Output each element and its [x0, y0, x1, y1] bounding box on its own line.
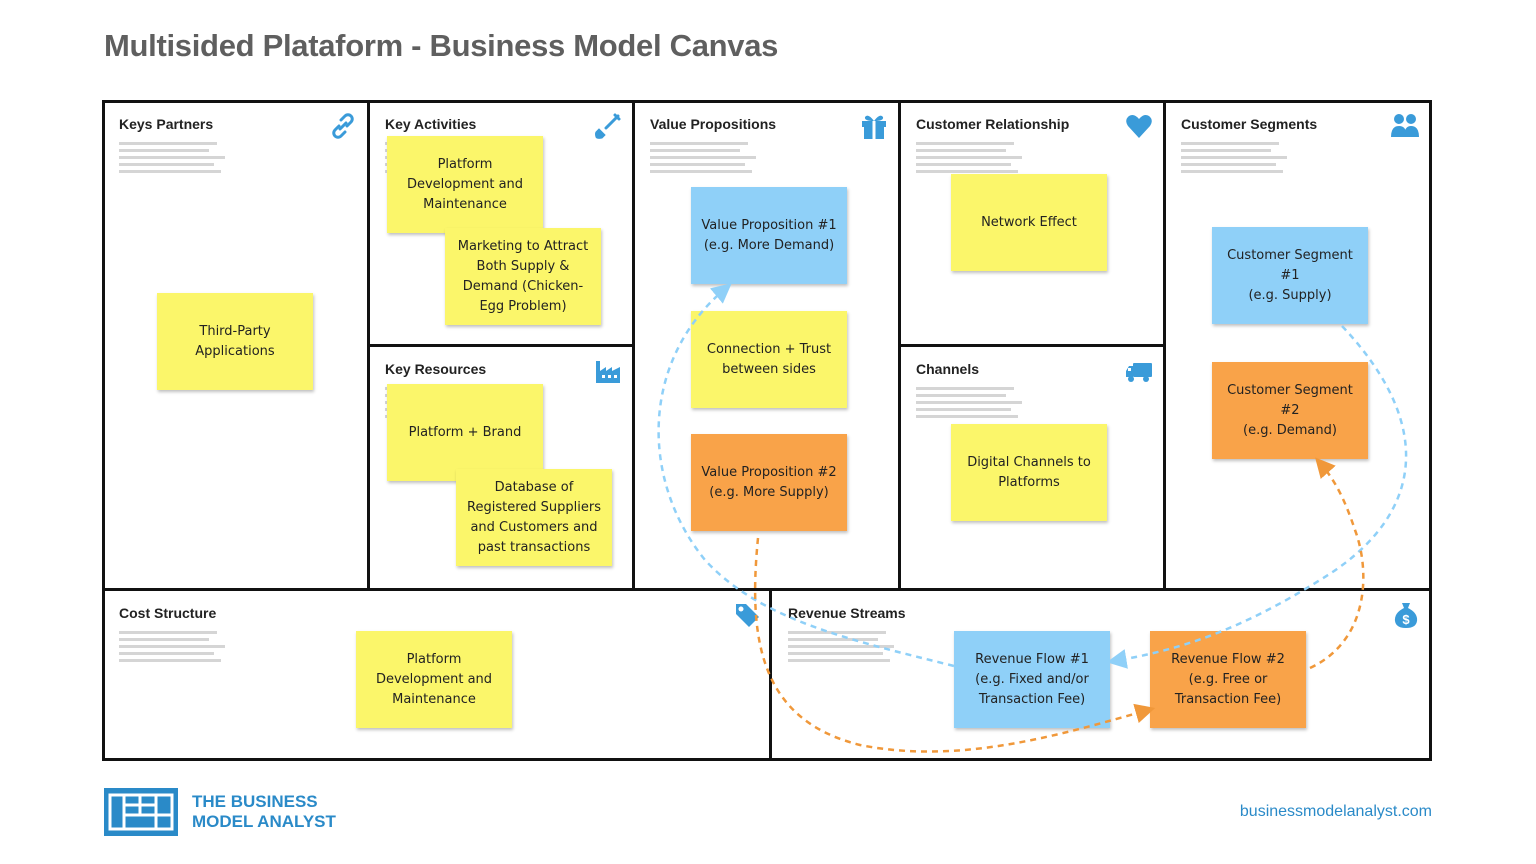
- factory-icon: [596, 361, 620, 383]
- sticky-note-customer-segment-2: Customer Segment #2 (e.g. Demand): [1212, 362, 1368, 459]
- section-title: Customer Relationship: [916, 116, 1070, 132]
- sticky-note-revenue-flow-1: Revenue Flow #1 (e.g. Fixed and/or Trans…: [954, 631, 1110, 728]
- shovel-icon: [595, 113, 621, 139]
- section-key-partners: Keys Partners: [104, 102, 367, 588]
- divider: [367, 344, 635, 347]
- section-title: Revenue Streams: [788, 605, 906, 621]
- sticky-note-value-proposition-1: Value Proposition #1 (e.g. More Demand): [691, 187, 847, 284]
- sticky-note-marketing: Marketing to Attract Both Supply & Deman…: [445, 228, 601, 325]
- section-value-propositions: Value Propositions: [635, 102, 898, 588]
- gift-icon: [862, 115, 886, 139]
- brand-line: MODEL ANALYST: [192, 812, 336, 831]
- sticky-note-network-effect: Network Effect: [951, 174, 1107, 271]
- section-title: Key Activities: [385, 116, 477, 132]
- section-customer-relationship: Customer Relationship: [901, 102, 1163, 344]
- section-title: Keys Partners: [119, 116, 214, 132]
- sticky-note-platform-development: Platform Development and Maintenance: [387, 136, 543, 233]
- price-tag-icon: [736, 604, 759, 627]
- sticky-note-value-proposition-2: Value Proposition #2 (e.g. More Supply): [691, 434, 847, 531]
- section-customer-segments: Customer Segments: [1166, 102, 1430, 588]
- link-icon: [332, 113, 354, 139]
- placeholder-lines: [1181, 142, 1287, 177]
- sticky-note-revenue-flow-2: Revenue Flow #2 (e.g. Free or Transactio…: [1150, 631, 1306, 728]
- section-title: Key Resources: [385, 361, 487, 377]
- sticky-note-database: Database of Registered Suppliers and Cus…: [456, 469, 612, 566]
- sticky-note-third-party: Third-Party Applications: [157, 293, 313, 390]
- placeholder-lines: [916, 142, 1022, 177]
- users-icon: [1391, 114, 1419, 137]
- brand-name: THE BUSINESS MODEL ANALYST: [192, 792, 336, 832]
- svg-text:$: $: [1402, 612, 1410, 627]
- sticky-note-platform-brand: Platform + Brand: [387, 384, 543, 481]
- placeholder-lines: [788, 631, 894, 666]
- brand-logo: THE BUSINESS MODEL ANALYST: [104, 788, 336, 836]
- brand-line: THE BUSINESS: [192, 792, 318, 811]
- section-title: Cost Structure: [119, 605, 217, 621]
- section-title: Customer Segments: [1181, 116, 1318, 132]
- heart-icon: [1126, 115, 1152, 138]
- placeholder-lines: [916, 387, 1022, 422]
- sticky-note-customer-segment-1: Customer Segment #1 (e.g. Supply): [1212, 227, 1368, 324]
- website-link[interactable]: businessmodelanalyst.com: [1239, 803, 1432, 820]
- placeholder-lines: [650, 142, 756, 177]
- logo-icon: [104, 788, 178, 836]
- divider: [769, 589, 772, 761]
- placeholder-lines: [119, 631, 225, 666]
- page-title: Multisided Plataform - Business Model Ca…: [104, 28, 779, 63]
- sticky-note-cost-platform: Platform Development and Maintenance: [356, 631, 512, 728]
- section-title: Value Propositions: [650, 116, 777, 132]
- placeholder-lines: [119, 142, 225, 177]
- canvas-frame: [102, 100, 1432, 761]
- section-title: Channels: [916, 361, 980, 377]
- sticky-note-digital-channels: Digital Channels to Platforms: [951, 424, 1107, 521]
- sticky-note-connection-trust: Connection + Trust between sides: [691, 311, 847, 408]
- divider: [898, 344, 1166, 347]
- money-bag-icon: $: [1394, 603, 1418, 628]
- truck-icon: [1126, 363, 1152, 382]
